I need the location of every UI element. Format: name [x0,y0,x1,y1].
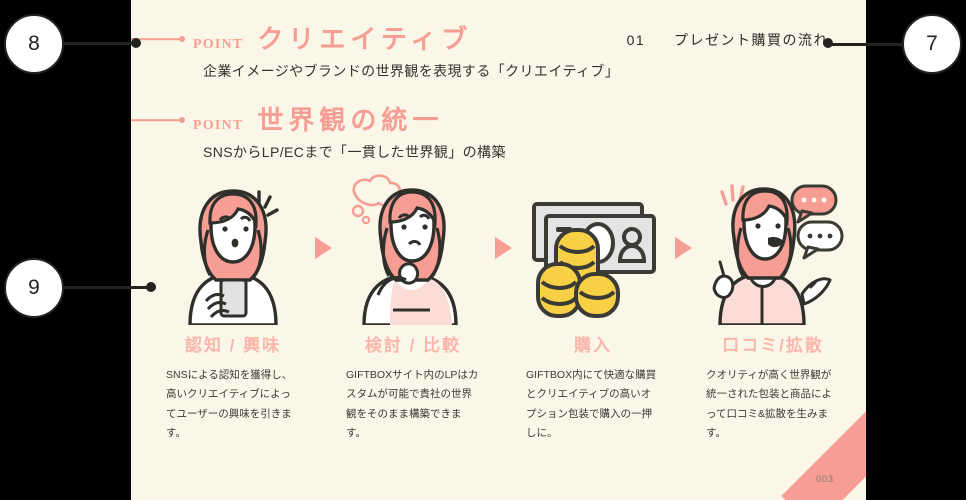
callout-number[interactable]: 9 [4,258,64,318]
point-subtitle: 企業イメージやブランドの世界観を表現する「クリエイティブ」 [203,62,620,79]
flow-step-description: クオリティが高く世界観が統一された包装と商品によって口コミ&拡散を生みます。 [706,369,832,440]
slide-header: 01 プレゼント購買の流れ [627,30,829,50]
flow-step-description: GIFTBOXサイト内のLPはカスタムが可能で貴社の世界観をそのまま構築できます… [346,369,479,440]
callout-leader-line [64,42,138,45]
point-block-worldview: POINT 世界観の統一 SNSからLP/ECまで「一貫した世界観」の構築 [131,105,506,162]
triangle-right-icon [313,170,333,325]
callout-number[interactable]: 8 [4,14,64,74]
flow-step-wordofmouth: 口コミ/拡散 クオリティが高く世界観が統一された包装と商品によって口コミ&拡散を… [693,170,853,444]
callout-leader-line [64,286,152,289]
callout-anchor-dot [131,38,141,48]
woman-with-smartphone-illustration [158,170,308,325]
triangle-right-icon [673,170,693,325]
triangle-right-icon [493,170,513,325]
point-title: クリエイティブ [257,24,473,54]
flow-step-title: 認知 / 興味 [184,336,282,355]
callout-leader-line [828,43,904,46]
point-lead-line [131,114,193,126]
page-number: 003 [815,474,834,484]
flow-step-title: 購入 [574,336,612,355]
slide-canvas: 003 01 プレゼント購買の流れ POINT クリエイティブ 企業イメージやブ… [131,0,866,500]
callout-number[interactable]: 7 [902,14,962,74]
flow-step-description: SNSによる認知を獲得し、高いクリエイティブによってユーザーの興味を引きます。 [166,369,293,440]
point-subtitle: SNSからLP/ECまで「一貫した世界観」の構築 [203,143,506,160]
point-title: 世界観の統一 [257,105,444,135]
callout-anchor-dot [823,38,833,48]
flow-step-title: 口コミ/拡散 [722,336,824,355]
flow-step-title: 検討 / 比較 [364,336,462,355]
point-tag: POINT [193,118,244,133]
woman-talking-speech-bubbles-illustration [698,170,848,325]
point-lead-line [131,33,193,45]
flow-step-consideration: 検討 / 比較 GIFTBOXサイト内のLPはカスタムが可能で貴社の世界観をその… [333,170,493,444]
flow-step-purchase: 購入 GIFTBOX内にて快適な購買とクリエイティブの高いオプション包装で購入の… [513,170,673,444]
callout-anchor-dot [146,282,156,292]
process-flow: 認知 / 興味 SNSによる認知を獲得し、高いクリエイティブによってユーザーの興… [153,170,853,470]
woman-thinking-illustration [338,170,488,325]
point-block-creative: POINT クリエイティブ 企業イメージやブランドの世界観を表現する「クリエイテ… [131,24,620,81]
flow-step-description: GIFTBOX内にて快適な購買とクリエイティブの高いオプション包装で購入の一押し… [526,369,657,440]
flow-step-awareness: 認知 / 興味 SNSによる認知を獲得し、高いクリエイティブによってユーザーの興… [153,170,313,444]
slide-header-title: プレゼント購買の流れ [674,32,829,48]
point-tag: POINT [193,37,244,52]
money-banknote-coins-illustration [518,170,668,325]
slide-header-number: 01 [626,32,646,48]
